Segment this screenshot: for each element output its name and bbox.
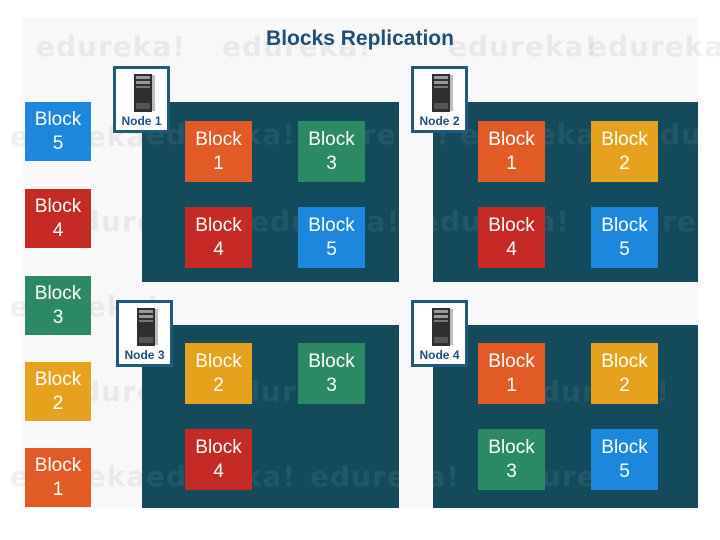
node-4-block-5: Block 5 xyxy=(591,429,658,490)
block-number: 5 xyxy=(619,460,630,482)
server-icon xyxy=(432,308,453,346)
legend-block-4: Block 4 xyxy=(25,189,91,248)
node-4-label: Node 4 xyxy=(419,348,460,362)
node-2-block-5: Block 5 xyxy=(591,207,658,268)
block-number: 1 xyxy=(213,152,224,174)
block-label: Block xyxy=(34,454,82,476)
node-3-block-3: Block 3 xyxy=(298,343,365,404)
server-icon xyxy=(137,308,158,346)
node-4-panel xyxy=(433,325,698,508)
block-number: 2 xyxy=(52,392,64,414)
legend-block-3: Block 3 xyxy=(25,276,91,335)
block-number: 5 xyxy=(326,238,337,260)
node-1-label: Node 1 xyxy=(121,114,162,128)
node-4-block-3: Block 3 xyxy=(478,429,545,490)
node-2-block-4: Block 4 xyxy=(478,207,545,268)
server-icon xyxy=(432,74,453,112)
block-label: Block xyxy=(195,350,242,372)
block-number: 4 xyxy=(506,238,517,260)
server-icon xyxy=(134,74,155,112)
block-label: Block xyxy=(195,214,242,236)
block-number: 4 xyxy=(213,238,224,260)
block-number: 3 xyxy=(506,460,517,482)
block-label: Block xyxy=(34,108,82,130)
legend-block-2: Block 2 xyxy=(25,362,91,421)
node-2-block-1: Block 1 xyxy=(478,121,545,182)
block-label: Block xyxy=(601,350,648,372)
node-1-block-4: Block 4 xyxy=(185,207,252,268)
block-number: 5 xyxy=(52,132,64,154)
block-label: Block xyxy=(488,436,535,458)
node-2-server: Node 2 xyxy=(411,66,468,133)
node-4-block-2: Block 2 xyxy=(591,343,658,404)
block-number: 3 xyxy=(52,306,64,328)
block-number: 1 xyxy=(506,374,517,396)
block-label: Block xyxy=(34,195,82,217)
node-4-block-1: Block 1 xyxy=(478,343,545,404)
block-number: 4 xyxy=(52,219,64,241)
node-4-server: Node 4 xyxy=(411,300,468,367)
block-label: Block xyxy=(601,214,648,236)
block-label: Block xyxy=(195,436,242,458)
block-number: 1 xyxy=(52,478,64,500)
block-label: Block xyxy=(34,368,82,390)
node-3-label: Node 3 xyxy=(124,348,165,362)
block-number: 1 xyxy=(506,152,517,174)
node-2-block-2: Block 2 xyxy=(591,121,658,182)
block-label: Block xyxy=(601,436,648,458)
block-number: 3 xyxy=(326,374,337,396)
block-number: 2 xyxy=(619,374,630,396)
node-3-server: Node 3 xyxy=(116,300,173,367)
block-label: Block xyxy=(34,282,82,304)
block-label: Block xyxy=(488,214,535,236)
node-1-block-3: Block 3 xyxy=(298,121,365,182)
legend-block-5: Block 5 xyxy=(25,102,91,161)
node-1-block-1: Block 1 xyxy=(185,121,252,182)
block-number: 3 xyxy=(326,152,337,174)
block-number: 2 xyxy=(213,374,224,396)
node-1-server: Node 1 xyxy=(113,66,170,133)
node-2-label: Node 2 xyxy=(419,114,460,128)
node-1-block-5: Block 5 xyxy=(298,207,365,268)
block-label: Block xyxy=(308,214,355,236)
diagram-title: Blocks Replication xyxy=(266,27,454,50)
block-label: Block xyxy=(488,350,535,372)
legend-block-1: Block 1 xyxy=(25,448,91,507)
node-3-block-2: Block 2 xyxy=(185,343,252,404)
block-label: Block xyxy=(488,128,535,150)
node-2-panel xyxy=(433,102,698,282)
block-label: Block xyxy=(308,128,355,150)
block-label: Block xyxy=(308,350,355,372)
block-number: 2 xyxy=(619,152,630,174)
block-number: 4 xyxy=(213,460,224,482)
block-label: Block xyxy=(601,128,648,150)
block-label: Block xyxy=(195,128,242,150)
block-number: 5 xyxy=(619,238,630,260)
node-3-block-4: Block 4 xyxy=(185,429,252,490)
